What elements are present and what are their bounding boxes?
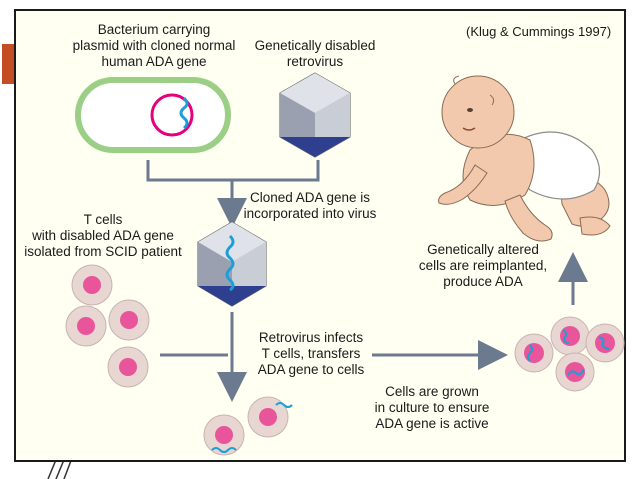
bacterium-icon bbox=[75, 77, 231, 153]
cultured-cells-group bbox=[514, 316, 625, 392]
retrovirus-icon bbox=[279, 72, 351, 158]
culture-label: Cells are grown in culture to ensure ADA… bbox=[374, 384, 490, 431]
retrovirus-label: Genetically disabled retrovirus bbox=[254, 38, 376, 69]
infected-cells-group bbox=[203, 396, 293, 456]
citation: (Klug & Cummings 1997) bbox=[466, 24, 612, 39]
retrovirus-with-gene-icon bbox=[197, 221, 267, 307]
accent-block bbox=[2, 44, 16, 84]
t-cells-label: T cells with disabled ADA gene isolated … bbox=[24, 212, 182, 259]
bacterium-label: Bacterium carrying plasmid with cloned n… bbox=[72, 22, 236, 69]
merge-connector bbox=[146, 160, 320, 182]
t-cells-group bbox=[65, 264, 150, 388]
baby-illustration bbox=[438, 75, 611, 242]
cloned-gene-label: Cloned ADA gene is incorporated into vir… bbox=[243, 190, 377, 221]
infects-label: Retrovirus infects T cells, transfers AD… bbox=[257, 330, 365, 377]
reimplanted-label: Genetically altered cells are reimplante… bbox=[418, 242, 548, 289]
